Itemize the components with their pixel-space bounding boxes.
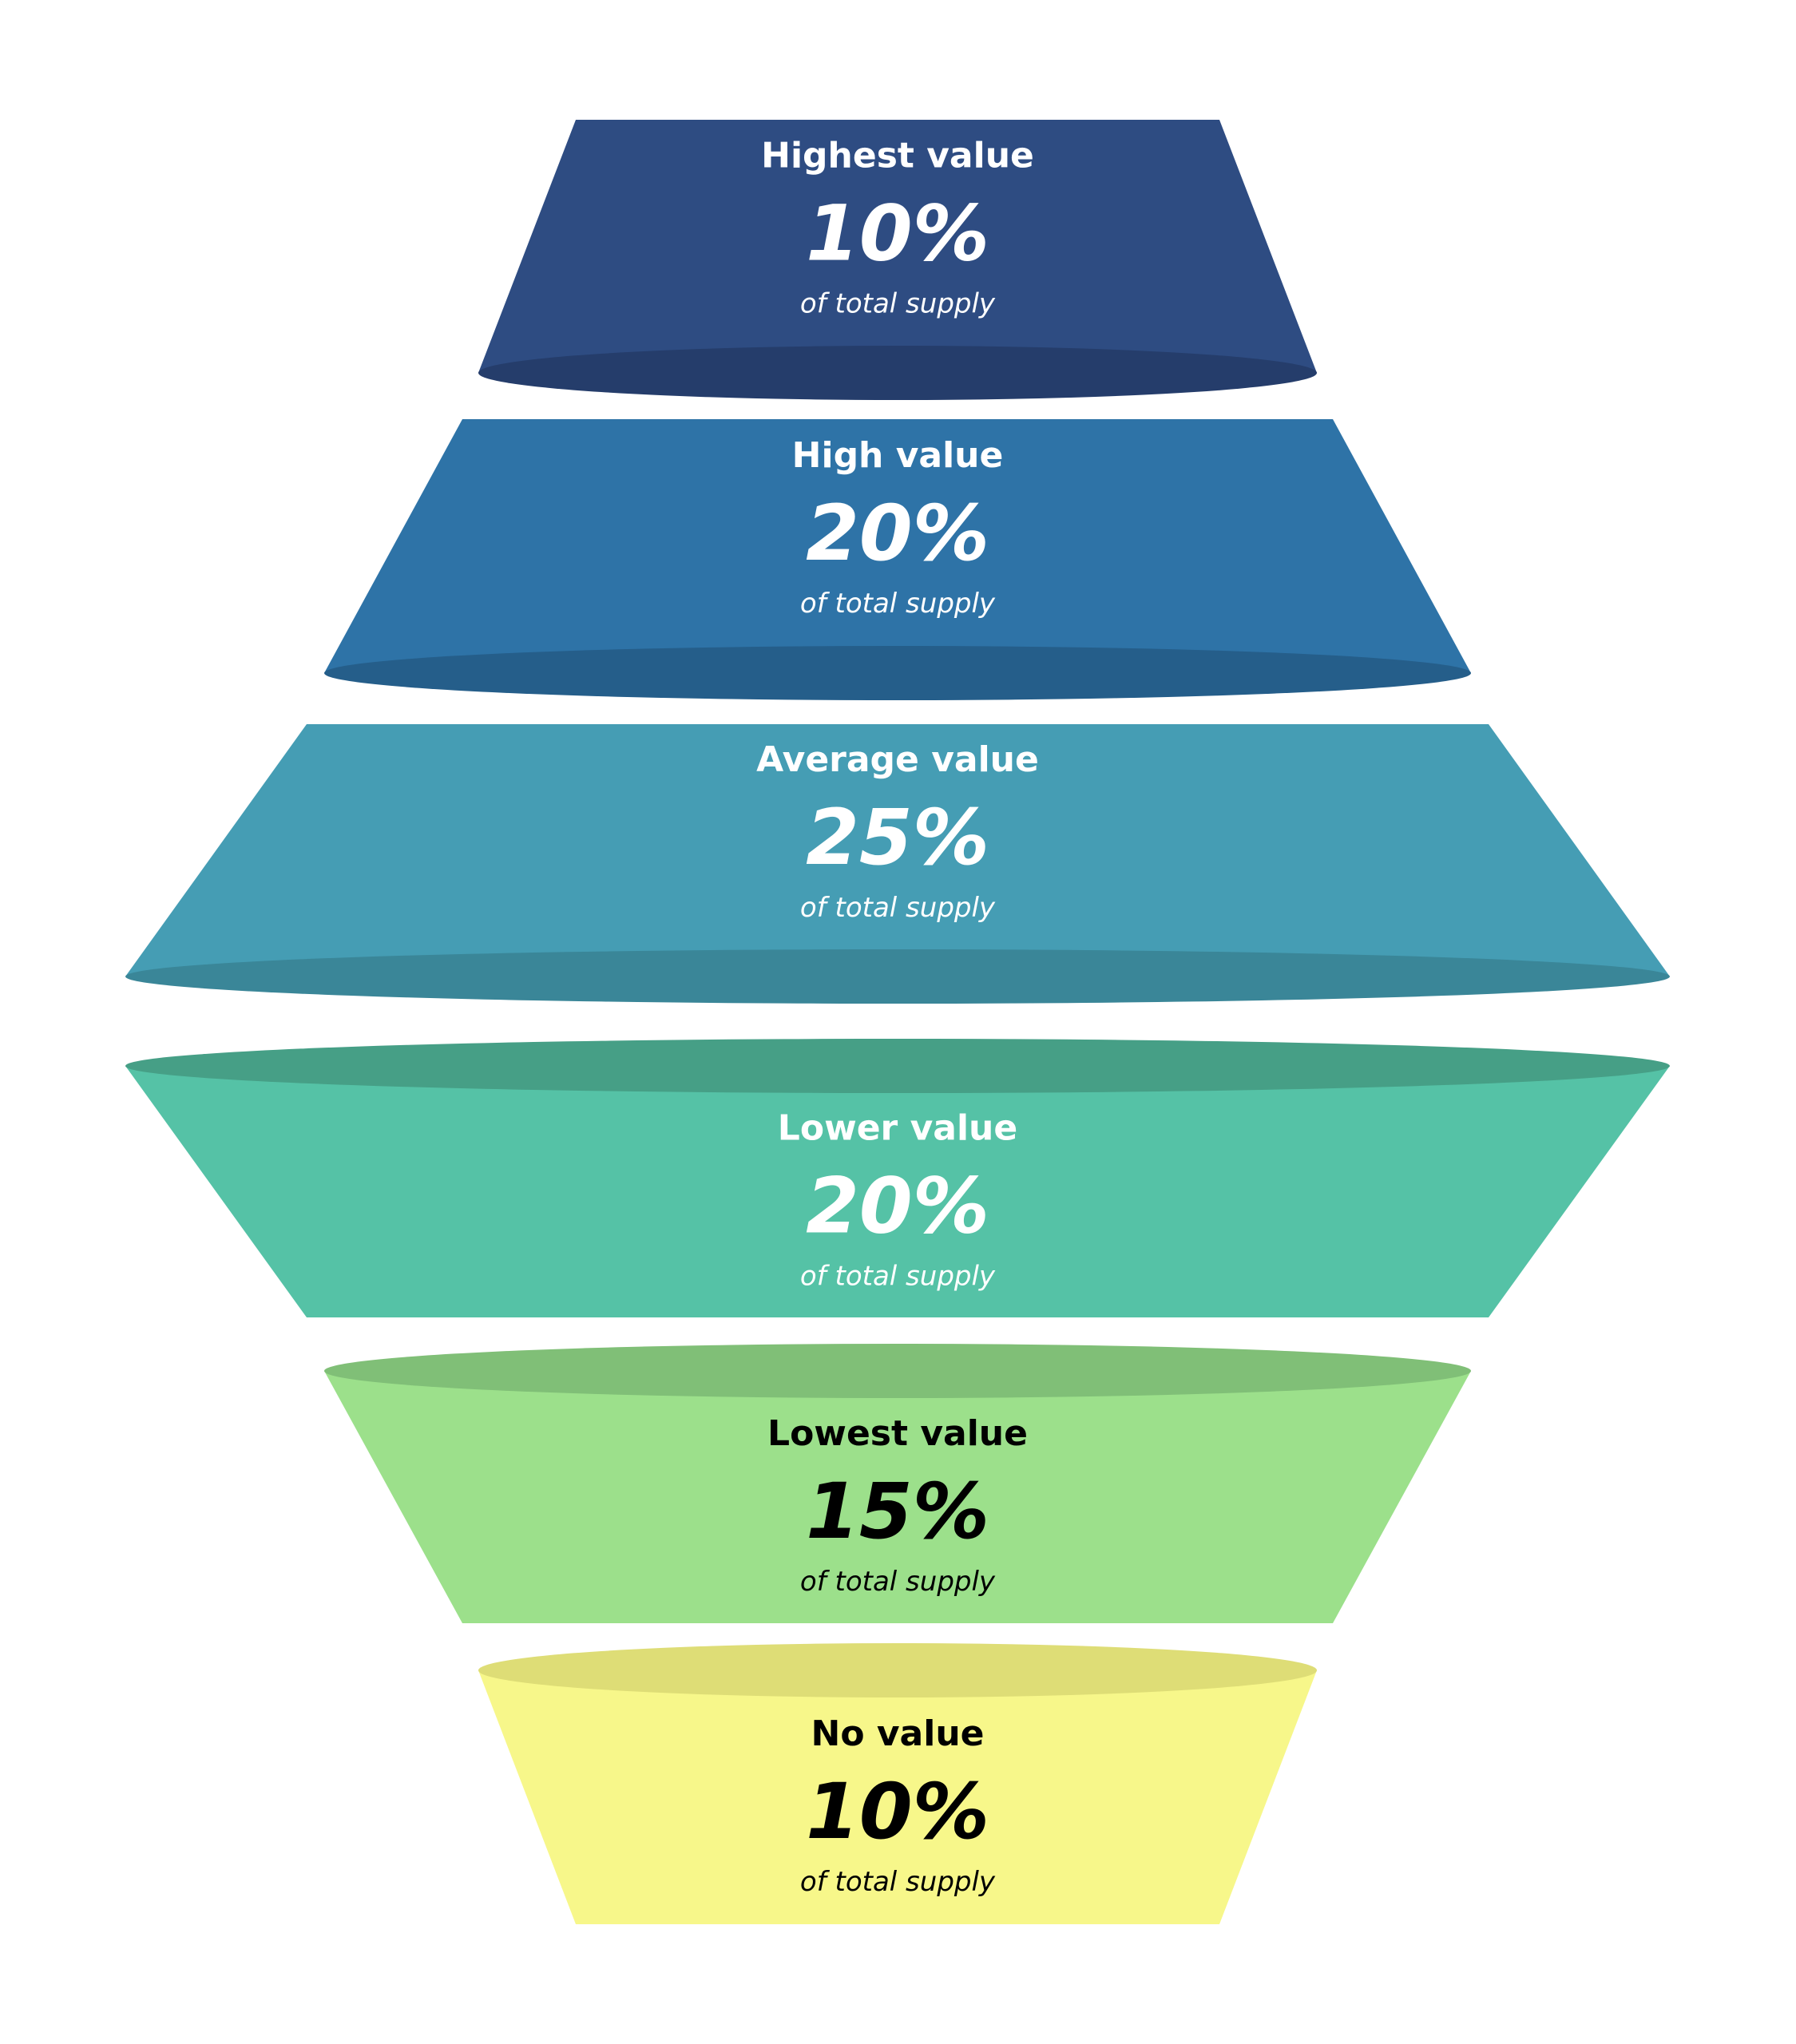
tier-subtitle: of total supply xyxy=(800,288,996,320)
tier-body xyxy=(125,724,1670,976)
tier-rim xyxy=(324,1344,1471,1398)
tier-subtitle: of total supply xyxy=(800,892,996,924)
tier-body xyxy=(324,419,1471,673)
tier-rim xyxy=(478,1643,1317,1697)
tier-percent: 25% xyxy=(806,793,989,882)
tier-2: High value 20% of total supply xyxy=(324,419,1471,700)
tier-subtitle: of total supply xyxy=(800,1866,996,1898)
tier-subtitle: of total supply xyxy=(800,588,996,620)
tier-1: Highest value 10% of total supply xyxy=(478,120,1317,400)
tier-rim xyxy=(125,1039,1670,1093)
tier-percent: 10% xyxy=(806,1767,989,1856)
tier-body xyxy=(478,120,1317,373)
tier-percent: 15% xyxy=(806,1467,989,1556)
tier-percent: 20% xyxy=(806,1162,989,1251)
tier-6: No value 10% of total supply xyxy=(478,1643,1317,1924)
tier-name: Highest value xyxy=(761,136,1034,176)
tier-body xyxy=(324,1371,1471,1623)
tier-rim xyxy=(324,646,1471,700)
tier-body xyxy=(478,1670,1317,1924)
tier-name: Average value xyxy=(756,739,1039,780)
tier-rim xyxy=(478,346,1317,400)
tier-percent: 10% xyxy=(806,189,989,279)
tier-4: Lower value 20% of total supply xyxy=(125,1039,1670,1317)
tier-3: Average value 25% of total supply xyxy=(125,724,1670,1004)
tier-name: High value xyxy=(792,435,1004,476)
tier-name: Lower value xyxy=(778,1108,1017,1149)
tier-name: Lowest value xyxy=(767,1413,1028,1454)
tier-name: No value xyxy=(811,1713,985,1754)
tier-subtitle: of total supply xyxy=(800,1566,996,1598)
tier-body xyxy=(125,1066,1670,1317)
tier-percent: 20% xyxy=(806,489,989,578)
tier-5: Lowest value 15% of total supply xyxy=(324,1344,1471,1623)
tier-subtitle: of total supply xyxy=(800,1261,996,1293)
tier-rim xyxy=(125,949,1670,1004)
